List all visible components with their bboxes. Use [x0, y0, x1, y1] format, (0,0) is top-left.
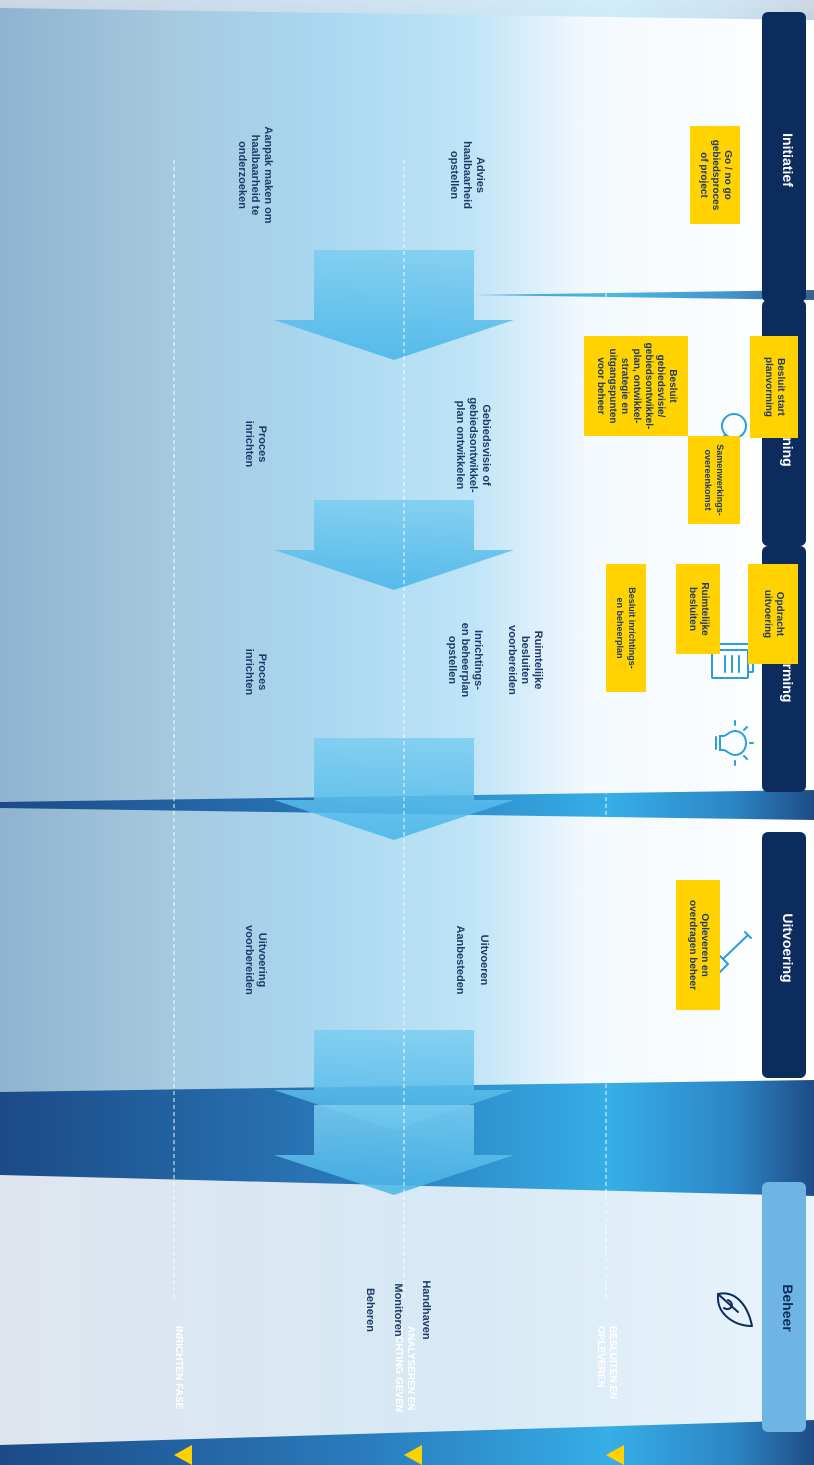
phase-tab-bg-uitvoering	[762, 832, 806, 1078]
arrow-3	[274, 738, 514, 840]
phase-tab-beheer: Beheer	[780, 1284, 796, 1332]
cell-uitvoering-analyseren-2: Uitvoeren	[478, 934, 490, 986]
beheer-item-handhaven: Handhaven	[420, 1280, 432, 1340]
funnel-uitvoering	[0, 808, 814, 1092]
phase-tab-uitvoering: Uitvoering	[780, 913, 796, 983]
marker-analyseren	[404, 1445, 422, 1465]
marker-besluiten	[606, 1445, 624, 1465]
marker-inrichten	[174, 1445, 192, 1465]
cell-planvorming-analyseren-2: Ruimtelijke besluiten voorbereiden	[506, 625, 544, 695]
cell-planvorming-inrichten: Proces inrichten	[243, 648, 268, 696]
decision-besluit-gebiedsvisie: Besluit gebiedsvisie/ gebiedsontwikkel- …	[584, 336, 688, 436]
cell-initiatief-analyseren: Advies haalbaarheid opstellen	[448, 141, 486, 209]
decision-ruimtelijke-besluiten: Ruimtelijke besluiten	[676, 564, 720, 654]
cell-uitvoering-analyseren-1: Aanbesteden	[454, 925, 466, 995]
decision-besluit-start-planvorming: Besluit start planvorming	[750, 336, 798, 438]
arrow-1	[274, 250, 514, 360]
decision-besluit-inrichtingsplan: Besluit inrichtings- en beheerplan	[606, 564, 646, 692]
phase-tab-bg-beheer	[762, 1182, 806, 1432]
beheer-item-beheren: Beheren	[364, 1287, 376, 1333]
funnel-initiatief	[0, 8, 814, 302]
arrow-2	[274, 500, 514, 590]
cell-uitvoering-inrichten: Uitvoering voorbereiden	[243, 925, 268, 995]
cell-verkenning-inrichten: Proces inrichten	[243, 420, 268, 468]
decision-opleveren-beheer: Opleveren en overdragen beheer	[676, 880, 720, 1010]
decision-samenwerkingsovereenkomst: Samenwerkings- overeenkomst	[688, 436, 740, 524]
funnel-beheer	[0, 1175, 814, 1445]
decision-go-no-go: Go / no go gebiedsproces of project	[690, 126, 740, 224]
phase-tab-initiatief: Initiatief	[780, 133, 796, 187]
cell-verkenning-analyseren: Gebiedsvisie of gebiedsontwikkel- plan o…	[454, 397, 492, 493]
lightbulb-icon	[715, 720, 754, 766]
row-label-inrichten: INRICHTEN FASE	[173, 1326, 184, 1410]
phase-tab-bg-initiatief	[762, 12, 806, 302]
leaf-icon	[717, 1292, 753, 1327]
row-label-besluiten: BESLUITEN EN OPLEVEREN	[595, 1326, 618, 1400]
decision-opdracht-uitvoering: Opdracht uitvoering	[748, 564, 798, 664]
arrow-5	[274, 1105, 514, 1195]
document-icon	[711, 643, 754, 679]
beheer-item-monitoren: Monitoren	[392, 1283, 404, 1337]
cell-initiatief-inrichten: Aanpak maken om haalbaarheid te onderzoe…	[236, 126, 274, 224]
cell-planvorming-analyseren-1: Inrichtings- en beheerplan opstellen	[446, 622, 484, 698]
